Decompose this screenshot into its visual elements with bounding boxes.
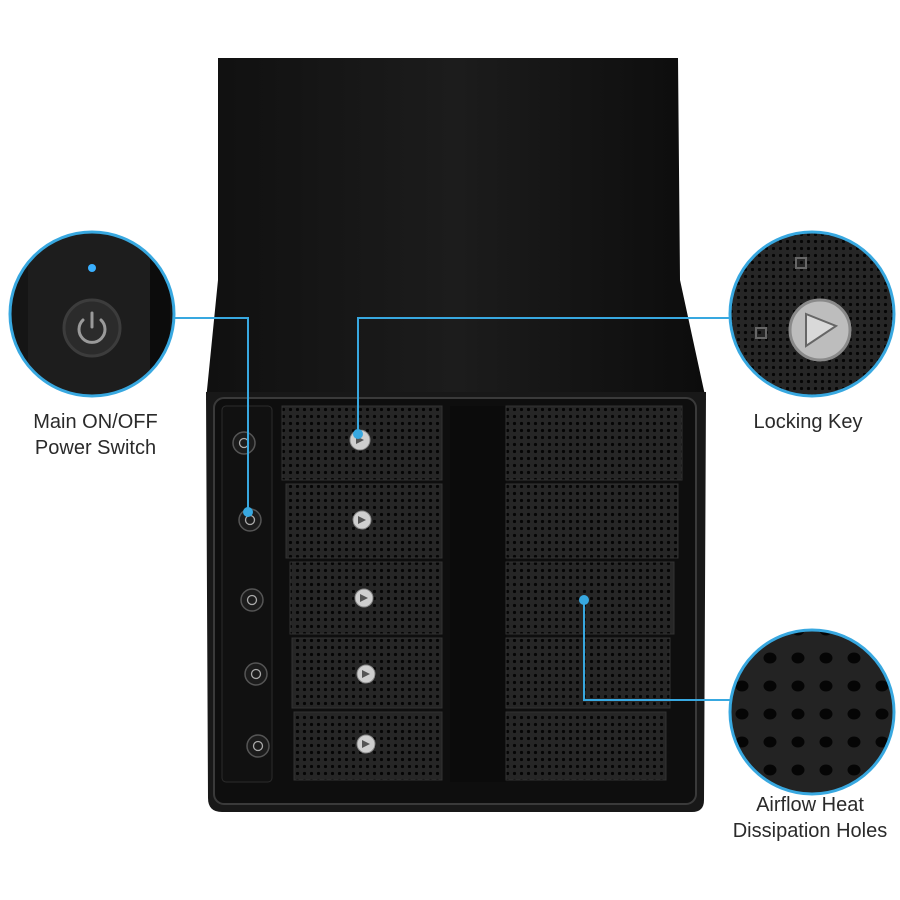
airflow-callout-dot xyxy=(579,595,589,605)
drive-bay[interactable] xyxy=(505,561,675,635)
power-button[interactable] xyxy=(244,662,268,686)
airflow-label-line2: Dissipation Holes xyxy=(732,820,888,842)
locking-key-label-line1: Locking Key xyxy=(753,411,863,433)
callout-lines xyxy=(174,317,730,701)
drive-bay[interactable] xyxy=(505,405,683,481)
drive-bay[interactable] xyxy=(505,637,671,709)
power-switch-label-line2: Power Switch xyxy=(34,437,157,459)
airflow-label: Airflow Heat Dissipation Holes xyxy=(720,792,900,844)
lock-zoom-circle xyxy=(728,230,896,398)
lock-knob[interactable] xyxy=(356,664,376,684)
power-zoom-circle xyxy=(8,230,176,398)
airflow-callout-line xyxy=(583,600,730,701)
locking-key-label: Locking Key xyxy=(738,409,878,435)
lock-knob[interactable] xyxy=(352,510,372,530)
power-callout-line xyxy=(174,317,249,512)
lock-callout-dot xyxy=(353,429,363,439)
lock-callout-line xyxy=(357,317,730,434)
front-power-buttons xyxy=(232,431,270,758)
airflow-zoom-circle xyxy=(728,628,896,796)
power-icon xyxy=(77,318,107,344)
lock-knob[interactable] xyxy=(356,734,376,754)
drive-bay[interactable] xyxy=(505,711,667,781)
power-button[interactable] xyxy=(240,588,264,612)
power-switch-label-line1: Main ON/OFF xyxy=(33,411,158,433)
airflow-label-line1: Airflow Heat xyxy=(756,794,864,816)
lock-knob[interactable] xyxy=(354,588,374,608)
power-led xyxy=(88,264,96,272)
drive-bay[interactable] xyxy=(505,483,679,559)
drive-bays-right xyxy=(450,405,683,782)
power-button[interactable] xyxy=(246,734,270,758)
mesh-holes-icon xyxy=(730,630,894,794)
power-switch-label: Main ON/OFF Power Switch xyxy=(18,409,173,461)
power-button[interactable] xyxy=(232,431,256,455)
power-callout-dot xyxy=(243,507,253,517)
